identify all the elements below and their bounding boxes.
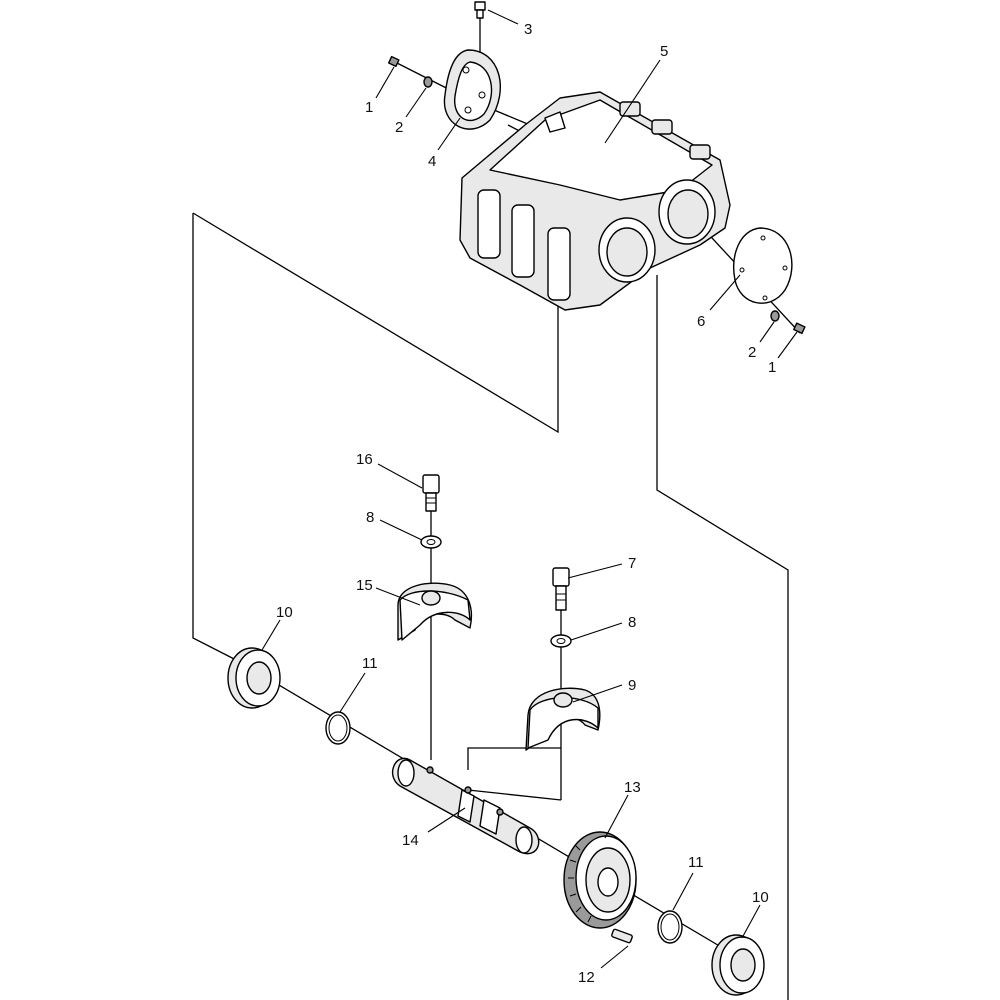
callout-4: 4 [428, 153, 436, 170]
callout-numbers: 3 1 2 4 5 6 2 1 16 8 15 7 8 10 11 9 13 1… [276, 21, 776, 986]
callout-9: 9 [628, 677, 636, 694]
bearing-part-10-left [227, 647, 281, 709]
callout-14: 14 [402, 832, 419, 849]
cap-screw-part-7 [552, 567, 570, 611]
gear-housing-part-5 [459, 91, 731, 311]
screw-part-1-left [387, 55, 400, 68]
washer-part-8-upper [420, 535, 442, 549]
callout-8-upper: 8 [366, 509, 374, 526]
screw-part-1-right [793, 322, 806, 335]
callout-10-left: 10 [276, 604, 293, 621]
retaining-ring-part-11-right [657, 910, 683, 944]
bearing-cap-part-9 [525, 687, 601, 751]
end-cover-part-4 [443, 49, 502, 130]
key-part-12 [611, 928, 633, 944]
gear-part-13 [563, 831, 637, 929]
callout-15: 15 [356, 577, 373, 594]
callout-2-top-left: 2 [395, 119, 403, 136]
washer-part-2-left [423, 76, 433, 88]
callout-5: 5 [660, 43, 668, 60]
callout-1-right: 1 [768, 359, 776, 376]
cap-screw-part-16 [422, 474, 440, 512]
retaining-ring-part-11-left [325, 711, 351, 745]
callout-1-top-left: 1 [365, 99, 373, 116]
callout-11-left: 11 [362, 655, 378, 672]
callout-2-right: 2 [748, 344, 756, 361]
callout-3: 3 [524, 21, 532, 38]
gasket-part-6 [733, 227, 793, 304]
callout-12: 12 [578, 969, 595, 986]
bolt-part-3 [474, 1, 486, 19]
washer-part-2-right [770, 310, 780, 322]
callout-7: 7 [628, 555, 636, 572]
callout-13: 13 [624, 779, 641, 796]
callout-6: 6 [697, 313, 705, 330]
callout-8-lower: 8 [628, 614, 636, 631]
shaft-part-14 [391, 757, 540, 855]
bearing-cap-part-15 [397, 582, 473, 641]
bearing-part-10-right [711, 934, 765, 996]
washer-part-8-lower [550, 634, 572, 648]
callout-16: 16 [356, 451, 373, 468]
leader-lines [261, 9, 798, 969]
callout-11-right: 11 [688, 854, 704, 871]
callout-10-right: 10 [752, 889, 769, 906]
